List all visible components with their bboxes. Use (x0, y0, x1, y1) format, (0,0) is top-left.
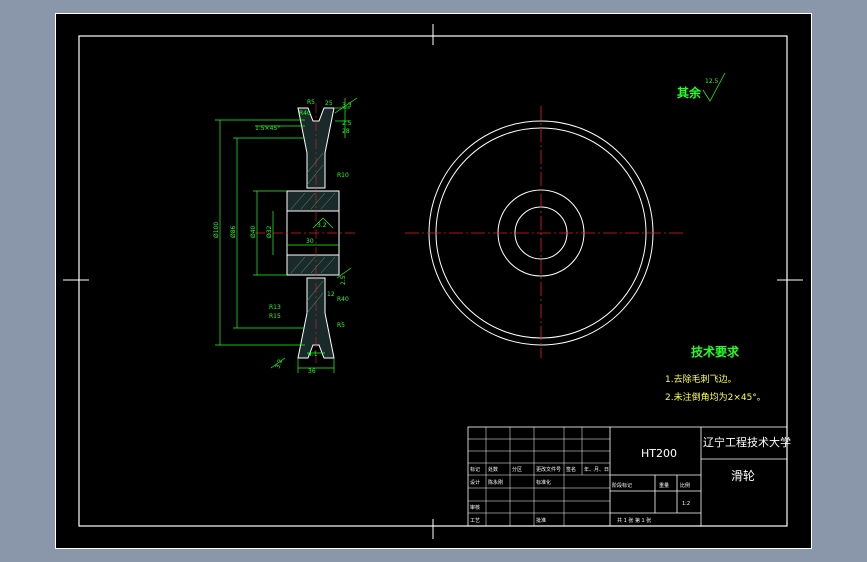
designer-label: 设计 (470, 479, 480, 486)
dim-r40b: R40 (337, 296, 349, 303)
material: HT200 (641, 447, 677, 460)
cad-drawing-viewport: R5 R40 3.3 25 28 2.5 1.5×45° R10 3.2 Ø10… (55, 13, 812, 549)
dim-r13: R13 (269, 304, 281, 311)
dim-3-2: 3.2 (317, 222, 327, 229)
center-marks (63, 24, 803, 539)
dim-d32: Ø32 (266, 225, 273, 238)
row-label-date: 年、月、日 (584, 466, 609, 473)
row-label-mark: 标记 (470, 466, 480, 473)
row-label-change-doc: 更改文件号 (536, 466, 561, 473)
roughness-note: 其余 (677, 85, 702, 100)
row-label-zone: 分区 (512, 466, 522, 473)
title-block (467, 426, 788, 527)
dim-36: 36 (308, 368, 316, 375)
dim-28: 28 (342, 128, 350, 135)
dim-d86: Ø86 (230, 225, 237, 238)
outer-border (55, 13, 812, 549)
title-block-texts: HT200 辽宁工程技术大学 滑轮 标记 处数 分区 更改文件号 签名 年、月、… (470, 435, 791, 524)
dim-d100: Ø100 (213, 222, 220, 238)
scale-label: 比例 (680, 482, 690, 489)
dim-r40: R40 (299, 110, 311, 117)
weight-label: 重量 (659, 482, 669, 489)
dim-r10: R10 (337, 172, 349, 179)
roughness-value: 12.5 (705, 78, 719, 85)
drawing-canvas: R5 R40 3.3 25 28 2.5 1.5×45° R10 3.2 Ø10… (55, 13, 812, 549)
sheet-info: 共 1 张 第 1 张 (617, 517, 651, 524)
section-view (255, 103, 355, 363)
tech-req-item-2: 2.未注倒角均为2×45°。 (665, 391, 766, 403)
dim-3-2b: 3.2 (274, 358, 284, 370)
dim-4-1: 4.1 (308, 351, 318, 358)
scale-value: 1:2 (682, 501, 690, 507)
dim-chamfer: 1.5×45° (255, 125, 280, 132)
dim-3-3: 3.3 (342, 102, 352, 109)
dim-r15: R15 (269, 313, 281, 320)
approve-label: 批准 (536, 517, 546, 524)
review-label: 审核 (470, 504, 480, 511)
row-label-sign: 签名 (566, 466, 576, 473)
dim-25: 25 (325, 100, 333, 107)
school-name: 辽宁工程技术大学 (703, 435, 791, 449)
row-label-count: 处数 (488, 466, 498, 473)
standard-label: 标准化 (536, 479, 551, 486)
process-label: 工艺 (470, 518, 480, 524)
front-centerlines (405, 106, 683, 358)
dim-d40: Ø40 (250, 225, 257, 238)
dim-2-5: 2.5 (342, 120, 352, 127)
dim-12: 12 (327, 291, 335, 298)
tech-req-item-1: 1.去除毛刺飞边。 (665, 373, 737, 385)
inner-border (78, 35, 788, 527)
dim-2-5b: 2.5 (340, 275, 347, 285)
dim-30: 30 (306, 238, 314, 245)
dim-r5-top: R5 (307, 99, 315, 106)
stage-label: 阶段标记 (612, 482, 632, 489)
dimension-texts: R5 R40 3.3 25 28 2.5 1.5×45° R10 3.2 Ø10… (213, 99, 352, 375)
dim-r5: R5 (337, 322, 345, 329)
designer-name: 陈永刚 (488, 479, 503, 486)
part-name: 滑轮 (731, 469, 755, 483)
tech-req-title: 技术要求 (691, 344, 740, 359)
dimension-lines (215, 72, 726, 373)
